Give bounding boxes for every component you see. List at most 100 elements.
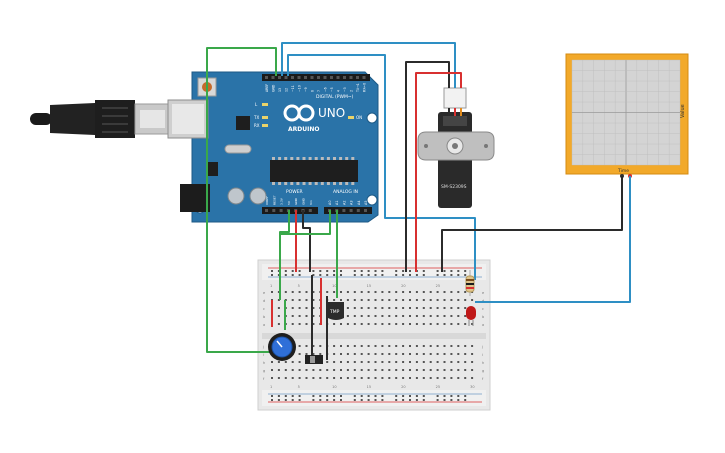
servo-connector — [443, 87, 467, 109]
bb-row-letter: g — [263, 369, 265, 373]
bb-row-letter: d — [263, 299, 265, 303]
bb-col-number: 20 — [401, 284, 405, 288]
digital-pin-label: 7 — [317, 90, 321, 92]
digital-pin-label: ~10 — [298, 85, 302, 92]
digital-pin-label: ~3 — [343, 87, 347, 92]
bb-row-letter: j — [481, 345, 483, 349]
bb-col-number: 25 — [436, 385, 440, 389]
wire-green-pin13-pot — [206, 47, 277, 353]
wire-blue-pin9-bb — [287, 54, 476, 280]
digital-pin-label: ~6 — [324, 87, 328, 92]
analog-in-section-label: ANALOG IN — [333, 189, 358, 195]
bb-row-letter: i — [482, 353, 483, 357]
bb-col-number: 10 — [332, 385, 336, 389]
arduino-logo-text: ARDUINO — [288, 126, 319, 133]
bb-row-letter: h — [482, 361, 484, 365]
bb-col-number: 5 — [298, 284, 300, 288]
slide-switch[interactable] — [305, 355, 323, 364]
wire-scope-black — [441, 176, 623, 272]
board-model-label: UNO — [318, 106, 345, 120]
bb-row-letter: b — [482, 315, 485, 319]
power-pin-label: IOREF — [265, 196, 269, 205]
wires[interactable] — [206, 42, 631, 360]
bb-row-letter: f — [482, 377, 484, 381]
wire-blue-pin10-resistor — [281, 42, 456, 88]
oscilloscope-value-label: Value — [680, 104, 686, 118]
digital-pin-label: TX→1 — [356, 83, 360, 93]
bb-col-number: 1 — [270, 385, 272, 389]
wire-3v3-green — [279, 210, 290, 300]
breadboard-holes[interactable] — [271, 270, 474, 401]
bb-row-letter: e — [263, 291, 265, 295]
wire-gnd-black — [302, 210, 311, 272]
servo-motor[interactable]: SM-S2309S — [417, 87, 495, 208]
bb-row-letter: g — [482, 369, 484, 373]
bb-row-letter: a — [482, 323, 484, 327]
bb-row-letter: i — [263, 353, 264, 357]
bb-col-number: 15 — [367, 284, 371, 288]
arduino-logo-icon: ARDUINO — [283, 104, 319, 133]
power-pin-label: RESET — [272, 195, 276, 205]
digital-header — [262, 74, 370, 81]
oscilloscope-time-label: Time — [617, 168, 629, 174]
bb-row-letter: c — [482, 307, 484, 311]
digital-pin-label: ~11 — [291, 85, 295, 92]
wire-servo-black — [405, 61, 450, 272]
on-led-label: ON — [356, 115, 362, 120]
temperature-sensor[interactable]: TMP — [328, 302, 344, 320]
analog-pin-label: A0 — [328, 201, 332, 205]
power-pin-label: GND — [294, 197, 298, 205]
analog-header — [324, 207, 372, 214]
digital-pin-label: 2 — [350, 90, 354, 92]
bb-row-letter: f — [263, 377, 265, 381]
digital-pin-label: AREF — [265, 84, 269, 92]
resistor[interactable] — [465, 270, 475, 296]
bb-row-letter: e — [482, 291, 484, 295]
rx-led-label: RX — [254, 123, 260, 128]
dc-power-jack — [180, 184, 210, 212]
bb-col-number: 5 — [298, 385, 300, 389]
bb-col-number: 20 — [401, 385, 405, 389]
digital-pin-label: GND — [272, 84, 276, 92]
analog-pin-label: A1 — [335, 201, 339, 205]
power-pin-label: 5V — [287, 200, 291, 205]
bb-col-number: 1 — [270, 284, 272, 288]
wire-servo-red — [415, 72, 462, 272]
digital-pin-label: RX←0 — [363, 83, 367, 92]
bb-col-number: 30 — [470, 385, 474, 389]
oscilloscope-grid — [571, 59, 681, 166]
bb-col-number: 15 — [367, 385, 371, 389]
wire-scope-blue — [475, 176, 631, 303]
potentiometer[interactable] — [268, 333, 296, 361]
digital-pin-label: 4 — [337, 90, 341, 92]
power-pin-label: GND — [302, 197, 306, 205]
red-led[interactable] — [466, 306, 476, 326]
usb-cable — [30, 100, 171, 138]
bb-row-letter: b — [263, 315, 266, 319]
servo-model-label: SM-S2309S — [441, 184, 467, 190]
power-pin-label: Vin — [309, 200, 313, 205]
bb-row-letter: a — [263, 323, 265, 327]
power-section-label: POWER — [286, 189, 303, 195]
oscilloscope[interactable]: Value Time — [565, 53, 689, 178]
wire-a0-green — [280, 210, 331, 235]
analog-pin-label: A2 — [342, 201, 346, 205]
power-pin-label: 3.3V — [280, 197, 284, 205]
analog-pin-label: A3 — [350, 201, 354, 205]
atmega-chip — [270, 160, 358, 182]
bb-row-letter: h — [263, 361, 265, 365]
bb-row-letter: c — [263, 307, 265, 311]
digital-pwm-label: DIGITAL (PWM~) — [316, 94, 354, 100]
bb-row-letter: j — [262, 345, 264, 349]
bb-col-number: 10 — [332, 284, 336, 288]
analog-pin-label: A5 — [364, 201, 368, 205]
digital-pin-label: ~5 — [330, 87, 334, 92]
tmp-sensor-label: TMP — [329, 309, 340, 315]
tx-led-label: TX — [253, 115, 259, 120]
digital-pin-label: 12 — [285, 88, 289, 92]
digital-pin-label: 13 — [278, 88, 282, 92]
digital-pin-label: 8 — [311, 90, 315, 92]
